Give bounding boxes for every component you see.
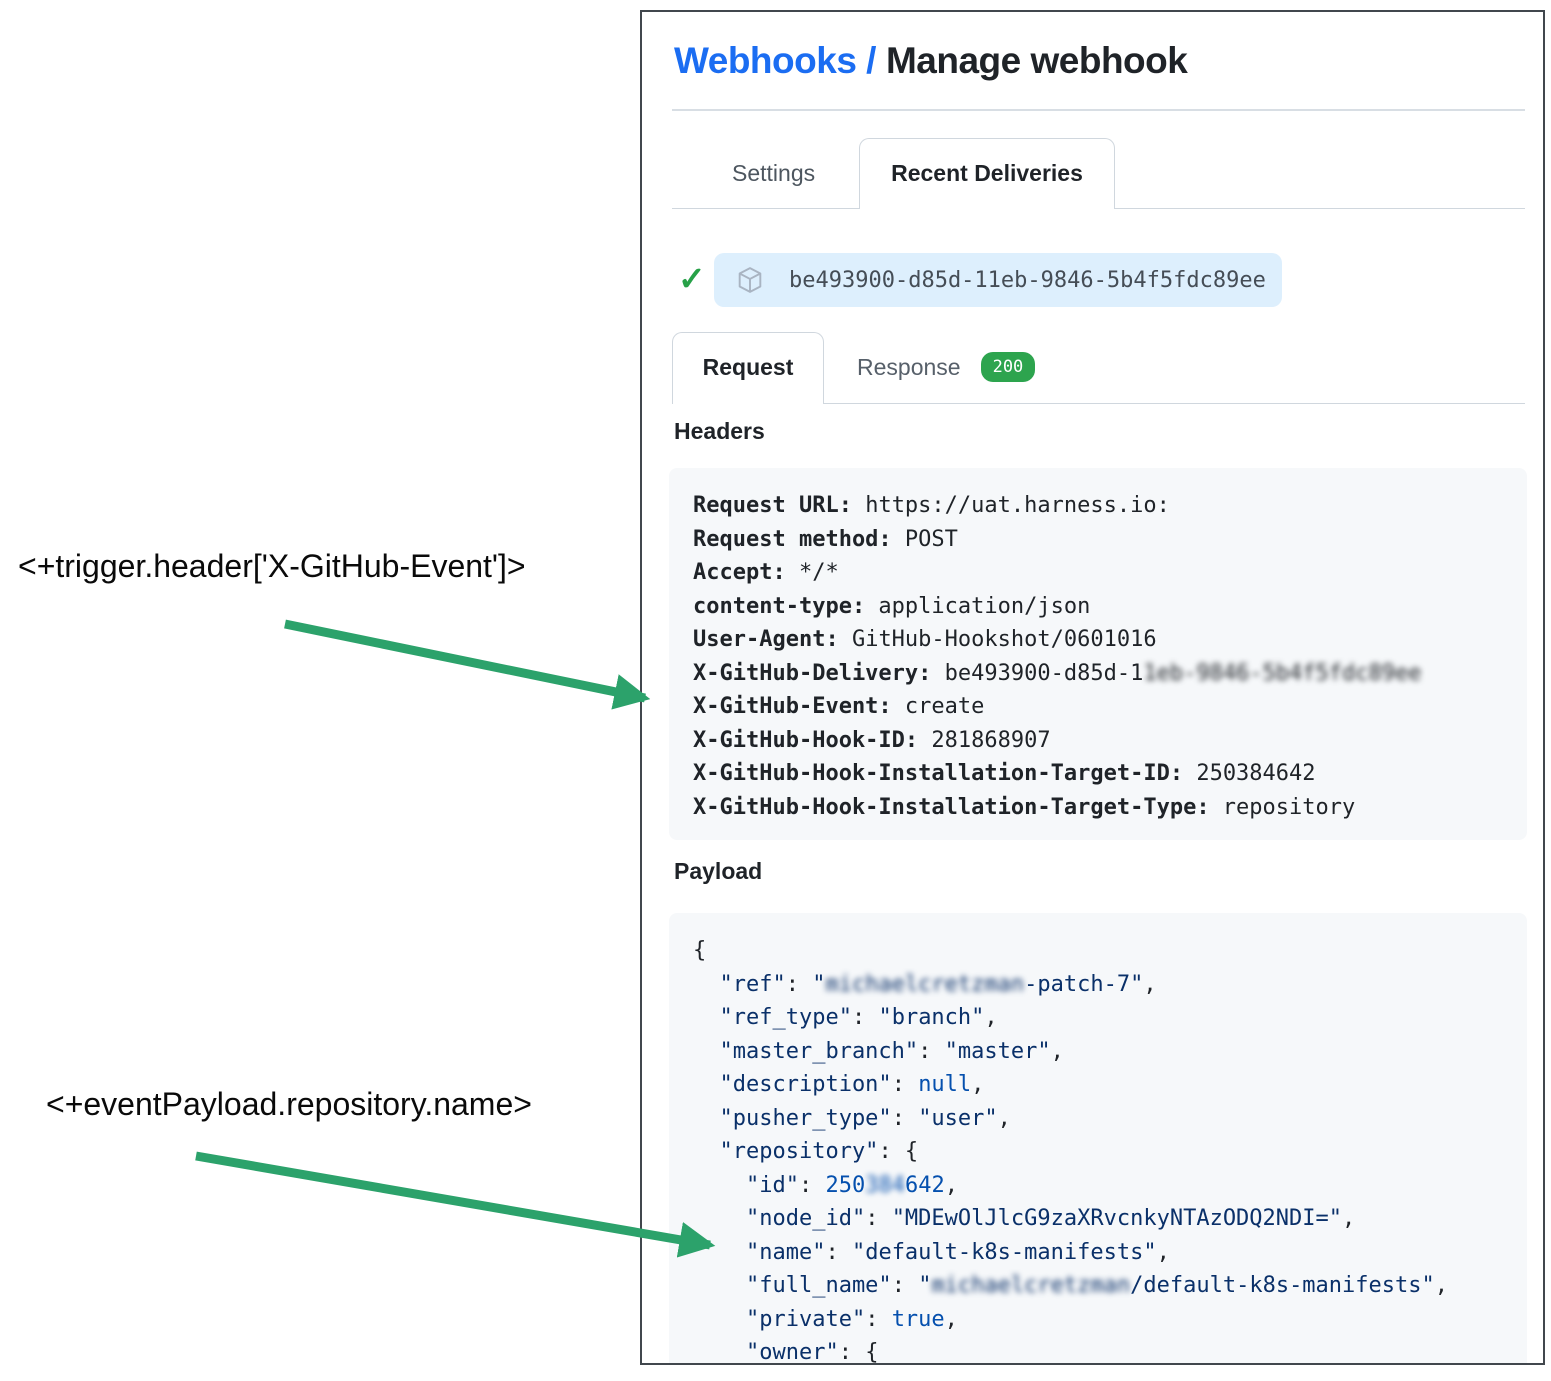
payload-arrow (195, 1151, 716, 1258)
success-check-icon: ✓ (678, 260, 706, 297)
headers-heading: Headers (674, 418, 765, 444)
payload-line: "ref": "michaelcretzman-patch-7", (693, 971, 1157, 997)
event-payload-expression: <+eventPayload.repository.name> (46, 1086, 532, 1122)
header-line: User-Agent: GitHub-Hookshot/0601016 (693, 627, 1157, 652)
title-divider (672, 109, 1525, 111)
manage-webhook-panel: Webhooks /Manage webhook Settings Recent… (640, 10, 1545, 1365)
payload-line: "repository": { (693, 1139, 919, 1164)
package-icon (738, 267, 762, 293)
response-status-badge: 200 (980, 352, 1036, 382)
header-line: Request URL: https://uat.harness.io: (693, 493, 1170, 518)
delivery-guid: be493900-d85d-11eb-9846-5b4f5fdc89ee (789, 267, 1266, 293)
webhook-tab-bar: Settings Recent Deliveries (672, 138, 1525, 209)
payload-line: "master_branch": "master", (693, 1038, 1064, 1064)
trigger-header-expression: <+trigger.header['X-GitHub-Event']> (18, 548, 526, 584)
payload-line: "id": 250384642, (693, 1172, 958, 1198)
tab-recent-deliveries[interactable]: Recent Deliveries (859, 138, 1115, 209)
header-line: X-GitHub-Hook-Installation-Target-Type: … (693, 794, 1356, 820)
tab-settings[interactable]: Settings (732, 160, 816, 186)
header-line: Request method: POST (693, 526, 958, 552)
header-line: X-GitHub-Delivery: be493900-d85d-11eb-98… (693, 660, 1422, 686)
payload-box: { "ref": "michaelcretzman-patch-7", "ref… (669, 913, 1527, 1365)
payload-line: "ref_type": "branch", (693, 1005, 998, 1030)
payload-line: "pusher_type": "user", (693, 1105, 1011, 1131)
response-label: Response (857, 353, 961, 380)
payload-line: "description": null, (693, 1072, 985, 1097)
payload-line: "name": "default-k8s-manifests", (693, 1239, 1170, 1265)
page-title-current: Manage webhook (885, 40, 1188, 81)
headers-box: Request URL: https://uat.harness.io: Requ… (669, 468, 1527, 840)
header-line: Accept: */* (693, 560, 839, 585)
payload-line: { (693, 938, 707, 963)
request-response-tab-bar: Request Response 200 (672, 332, 1525, 404)
header-line: content-type: application/json (693, 593, 1091, 619)
header-line: X-GitHub-Event: create (693, 694, 985, 719)
tab-request[interactable]: Request (672, 332, 824, 404)
payload-line: "private": true, (693, 1306, 958, 1332)
tab-response[interactable]: Response 200 (857, 332, 1036, 402)
page-title: Webhooks /Manage webhook (674, 40, 1188, 82)
payload-line: "owner": { (693, 1340, 879, 1365)
payload-heading: Payload (674, 858, 763, 884)
webhooks-breadcrumb-link[interactable]: Webhooks / (674, 40, 876, 81)
payload-line: "node_id": "MDEwOlJlcG9zaXRvcnkyNTAzODQ2… (693, 1206, 1356, 1231)
payload-line: "full_name": "michaelcretzman/default-k8… (693, 1273, 1449, 1298)
header-line: X-GitHub-Hook-ID: 281868907 (693, 727, 1051, 753)
trigger-arrow (284, 619, 651, 710)
header-line: X-GitHub-Hook-Installation-Target-ID: 25… (693, 761, 1316, 786)
delivery-guid-pill[interactable]: be493900-d85d-11eb-9846-5b4f5fdc89ee (714, 253, 1282, 307)
